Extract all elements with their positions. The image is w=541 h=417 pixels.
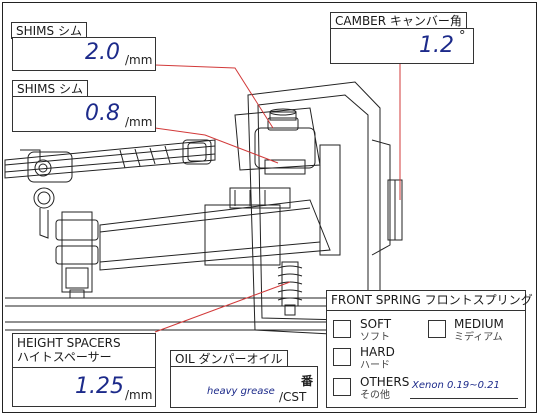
hard-label-jp: ハード bbox=[360, 360, 390, 371]
height-spacers-label-jp: ハイトスペーサー bbox=[17, 350, 112, 364]
medium-option-label: MEDIUM ミディアム bbox=[454, 318, 504, 344]
shims-top-box: SHIMS シム bbox=[3, 22, 159, 70]
camber-label: CAMBER キャンバー角 bbox=[330, 12, 467, 29]
height-spacers-value-field[interactable]: 1.25 /mm bbox=[12, 367, 156, 407]
oil-label: OIL ダンパーオイル bbox=[170, 350, 288, 367]
shims-mid-unit: /mm bbox=[125, 115, 153, 129]
hard-label-en: HARD bbox=[360, 345, 395, 359]
medium-label-jp: ミディアム bbox=[454, 332, 503, 343]
others-label-en: OTHERS bbox=[360, 375, 410, 389]
shims-top-label: SHIMS シム bbox=[11, 22, 87, 39]
medium-label-en: MEDIUM bbox=[454, 317, 504, 331]
shims-mid-value: 0.8 bbox=[85, 101, 120, 126]
others-underline bbox=[410, 398, 518, 399]
height-spacers-unit: /mm bbox=[125, 388, 153, 402]
soft-option-label: SOFT ソフト bbox=[360, 318, 391, 344]
oil-unit: /CST bbox=[279, 390, 307, 404]
hard-option-label: HARD ハード bbox=[360, 346, 395, 372]
oil-number-label: 番 bbox=[301, 374, 314, 388]
others-note: Xenon 0.19~0.21 bbox=[412, 380, 500, 391]
soft-label-en: SOFT bbox=[360, 317, 392, 331]
soft-label-jp: ソフト bbox=[360, 332, 390, 343]
others-label-jp: その他 bbox=[360, 390, 390, 401]
shims-mid-label: SHIMS シム bbox=[12, 80, 88, 97]
height-spacers-value: 1.25 bbox=[75, 374, 124, 399]
sheet-frame bbox=[2, 2, 537, 413]
soft-checkbox[interactable] bbox=[333, 320, 351, 338]
camber-value-field[interactable]: 1.2 ° bbox=[330, 28, 474, 64]
height-spacers-header: HEIGHT SPACERS ハイトスペーサー bbox=[12, 333, 156, 367]
others-option-label: OTHERS その他 bbox=[360, 376, 409, 402]
medium-checkbox[interactable] bbox=[428, 320, 446, 338]
oil-value-field[interactable]: heavy grease 番 /CST bbox=[170, 366, 318, 408]
camber-value: 1.2 bbox=[419, 33, 454, 58]
shims-top-value-field[interactable]: 2.0 /mm bbox=[12, 37, 156, 71]
shims-top-unit: /mm bbox=[125, 53, 153, 67]
front-spring-title: FRONT SPRING フロントスプリング bbox=[327, 291, 533, 311]
others-checkbox[interactable] bbox=[333, 378, 351, 396]
hard-checkbox[interactable] bbox=[333, 348, 351, 366]
shims-mid-value-field[interactable]: 0.8 /mm bbox=[12, 96, 156, 132]
oil-value: heavy grease bbox=[207, 386, 275, 397]
camber-unit: ° bbox=[459, 29, 466, 44]
height-spacers-label-en: HEIGHT SPACERS bbox=[17, 336, 121, 350]
shims-top-value: 2.0 bbox=[85, 40, 120, 65]
front-spring-panel: FRONT SPRING フロントスプリング bbox=[326, 290, 533, 408]
